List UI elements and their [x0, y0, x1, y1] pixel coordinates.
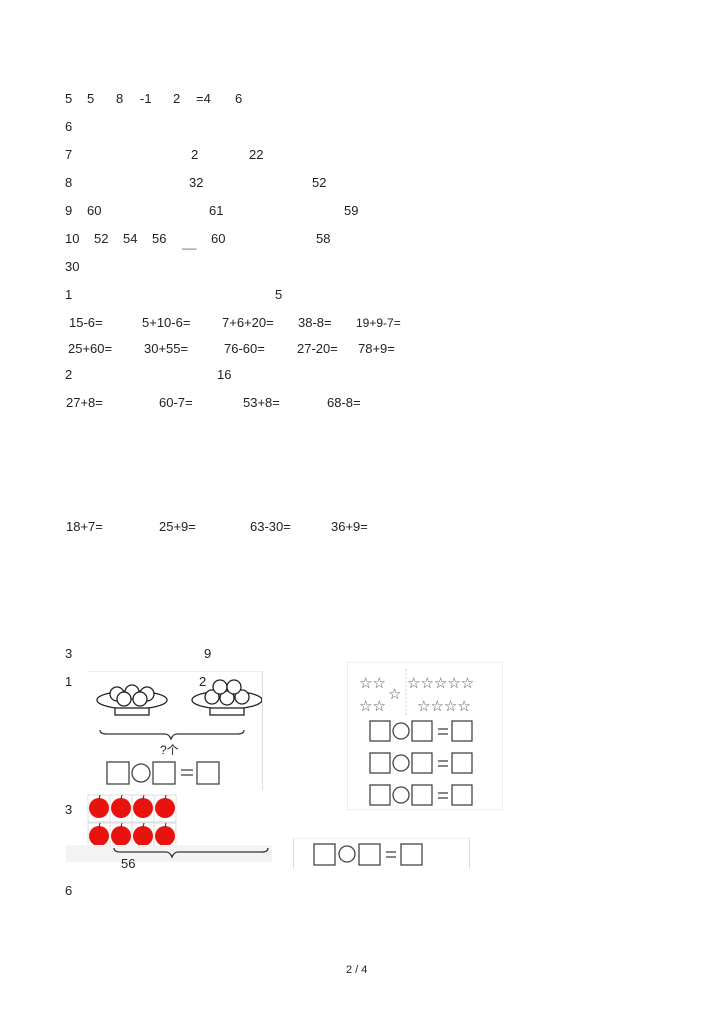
- text: 5: [275, 287, 283, 302]
- text: 2: [65, 367, 73, 382]
- text: 1: [65, 287, 73, 302]
- text: 56: [121, 856, 136, 871]
- svg-text:☆: ☆: [388, 685, 401, 703]
- equation: 27+8=: [66, 395, 103, 410]
- text: 60: [87, 203, 102, 218]
- text: 9: [65, 203, 73, 218]
- text: 5: [65, 91, 73, 106]
- equation-box-figure: [293, 838, 470, 869]
- text: 32: [189, 175, 204, 190]
- equation: 76-60=: [224, 341, 265, 356]
- text: 7: [65, 147, 73, 162]
- text: 2: [173, 91, 181, 106]
- apple-icon: [153, 822, 177, 849]
- equation: 18+7=: [66, 519, 103, 534]
- page-number: 2 / 4: [346, 964, 368, 976]
- equation: 15-6=: [69, 315, 103, 330]
- equation: 27-20=: [297, 341, 338, 356]
- text: 10: [65, 231, 80, 246]
- text: 6: [65, 883, 73, 898]
- blank: __: [182, 235, 197, 250]
- fruit-plates-illustration: [96, 679, 262, 785]
- text: 9: [204, 646, 212, 661]
- text: 30: [65, 259, 80, 274]
- text: 2: [199, 674, 207, 689]
- text: 52: [312, 175, 327, 190]
- equation: 78+9=: [358, 341, 395, 356]
- equation: 53+8=: [243, 395, 280, 410]
- stars-figure: ☆☆☆☆☆ ☆☆☆☆☆☆☆☆☆: [347, 662, 503, 810]
- svg-text:☆☆☆☆☆: ☆☆☆☆☆: [407, 674, 474, 692]
- text: 22: [249, 147, 264, 162]
- apple-icon: [131, 794, 155, 823]
- svg-text:☆☆☆☆: ☆☆☆☆: [417, 697, 471, 715]
- stars-illustration: ☆☆☆☆☆ ☆☆☆☆☆☆☆☆☆: [359, 669, 474, 806]
- fruit-plates-figure: ?个: [87, 671, 263, 790]
- equation: 38-8=: [298, 315, 332, 330]
- equation: 25+9=: [159, 519, 196, 534]
- text: 2: [191, 147, 199, 162]
- text: 8: [65, 175, 73, 190]
- text: 16: [217, 367, 232, 382]
- apple-icon: [153, 794, 177, 823]
- text: 3: [65, 646, 73, 661]
- text: 58: [316, 231, 331, 246]
- text: 6: [65, 119, 73, 134]
- equation: 5+10-6=: [142, 315, 191, 330]
- text: 1: [65, 674, 73, 689]
- text: 61: [209, 203, 224, 218]
- text: 3: [65, 802, 73, 817]
- bracket-strip: [66, 845, 272, 862]
- question-label: ?个: [160, 743, 179, 757]
- equation: 68-8=: [327, 395, 361, 410]
- text: 6: [235, 91, 243, 106]
- apple-icon: [87, 794, 111, 823]
- equation: 63-30=: [250, 519, 291, 534]
- equation: 30+55=: [144, 341, 189, 356]
- equation: 7+6+20=: [222, 315, 274, 330]
- apples-grid: [87, 794, 177, 849]
- text: 60: [211, 231, 226, 246]
- text: -1: [140, 91, 152, 106]
- text: 56: [152, 231, 167, 246]
- text: 5: [87, 91, 95, 106]
- text: 54: [123, 231, 138, 246]
- text: 8: [116, 91, 124, 106]
- equation: 36+9=: [331, 519, 368, 534]
- apples-figure: [87, 793, 187, 849]
- equation: 60-7=: [159, 395, 193, 410]
- equation: 19+9-7=: [356, 316, 401, 330]
- svg-text:☆☆: ☆☆: [359, 697, 386, 715]
- text: 52: [94, 231, 109, 246]
- apple-icon: [109, 794, 133, 823]
- svg-text:☆☆: ☆☆: [359, 674, 386, 692]
- text: =4: [196, 91, 211, 106]
- equation: 25+60=: [68, 341, 113, 356]
- text: 59: [344, 203, 359, 218]
